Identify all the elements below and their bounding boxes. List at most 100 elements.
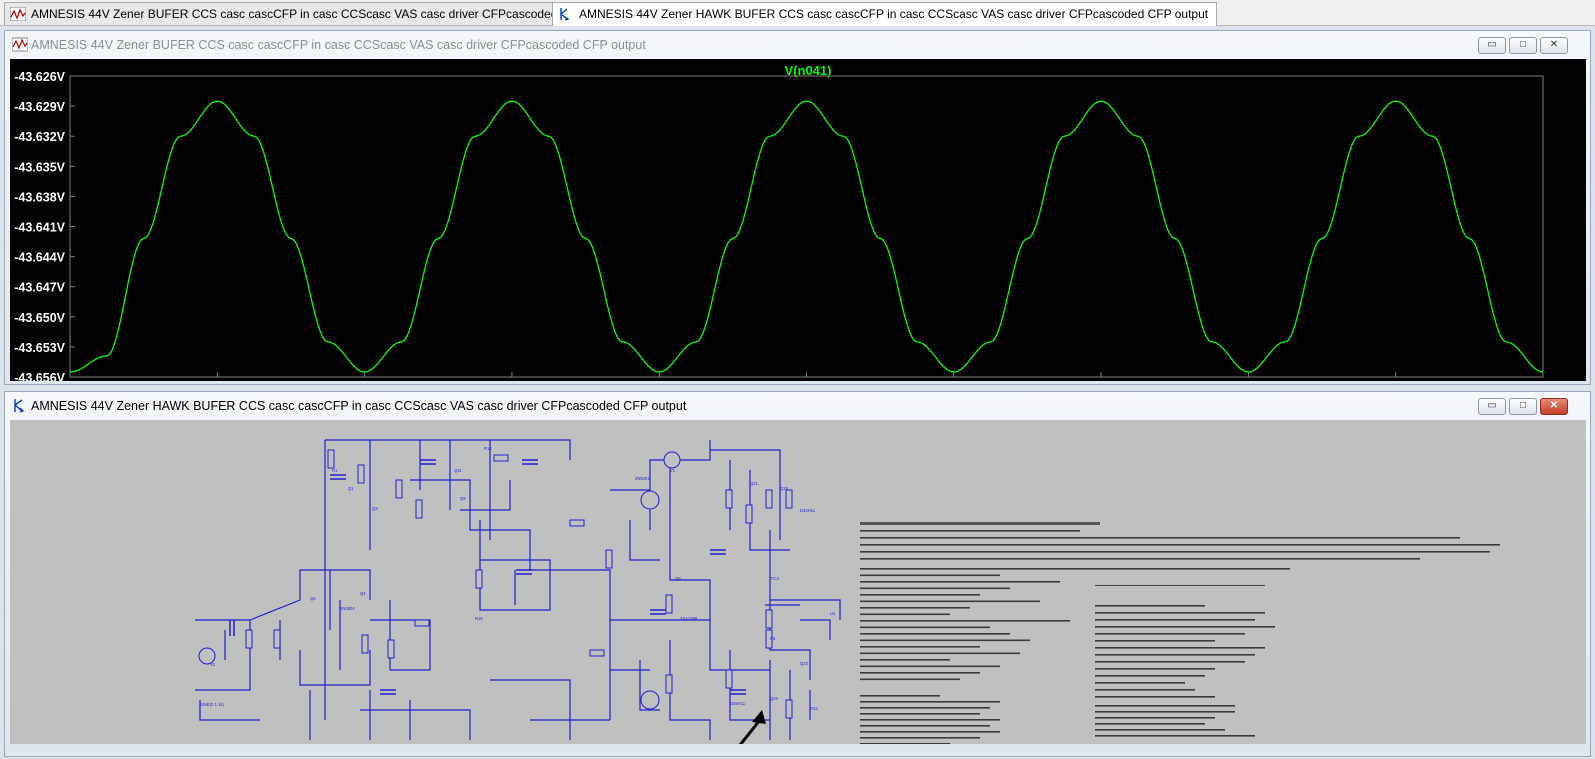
maximize-button[interactable]: □ bbox=[1509, 398, 1537, 415]
model-text-line bbox=[1095, 640, 1215, 642]
svg-text:2N5401: 2N5401 bbox=[635, 476, 650, 481]
model-text-line bbox=[860, 678, 960, 681]
svg-text:Q21: Q21 bbox=[750, 481, 759, 486]
model-text-line bbox=[860, 633, 1010, 635]
schematic-window-title: AMNESIS 44V Zener HAWK BUFER CCS casc ca… bbox=[31, 399, 687, 413]
data-point bbox=[1137, 135, 1139, 137]
schematic-titlebar[interactable]: AMNESIS 44V Zener HAWK BUFER CCS casc ca… bbox=[5, 392, 1590, 420]
waveform-window-icon bbox=[12, 37, 28, 52]
svg-text:V2: V2 bbox=[210, 662, 216, 667]
y-tick-label: -43.650V bbox=[14, 311, 65, 325]
model-text-line bbox=[860, 665, 1000, 668]
close-button[interactable]: ✕ bbox=[1540, 37, 1568, 54]
y-tick-label: -43.635V bbox=[14, 160, 65, 174]
close-button[interactable]: ✕ bbox=[1540, 398, 1568, 415]
waveform-titlebar[interactable]: AMNESIS 44V Zener BUFER CCS casc cascCFP… bbox=[5, 31, 1590, 59]
waveform-plot-pane[interactable]: V(n041) -43.626V -43.629V -43.632V -43.635V… bbox=[10, 59, 1586, 395]
model-text-line bbox=[860, 707, 990, 709]
chart-title: V(n041) bbox=[785, 63, 832, 78]
model-text-line bbox=[860, 581, 1060, 583]
data-point bbox=[805, 100, 808, 102]
data-point bbox=[511, 100, 513, 102]
y-tick-label: -43.626V bbox=[14, 70, 65, 84]
data-point bbox=[1026, 237, 1029, 240]
series-line bbox=[69, 100, 1544, 373]
data-point bbox=[327, 341, 329, 343]
y-tick-label: -43.629V bbox=[14, 100, 65, 114]
minimize-button[interactable]: ▭ bbox=[1478, 398, 1506, 415]
model-text-line bbox=[1095, 675, 1205, 677]
waveform-window-title: AMNESIS 44V Zener BUFER CCS casc cascCFP… bbox=[31, 38, 646, 52]
data-point bbox=[1395, 100, 1397, 102]
model-text-line bbox=[1095, 654, 1255, 656]
svg-text:Q22: Q22 bbox=[800, 661, 809, 666]
y-tick-label: -43.638V bbox=[14, 190, 65, 204]
model-text-line bbox=[1095, 705, 1235, 707]
model-text-line bbox=[1095, 668, 1215, 670]
minimize-button[interactable]: ▭ bbox=[1478, 37, 1506, 54]
data-point bbox=[1431, 135, 1434, 137]
data-point bbox=[69, 371, 71, 373]
model-text-line bbox=[860, 646, 980, 648]
svg-text:U1: U1 bbox=[830, 611, 836, 616]
waveform-chart[interactable]: V(n041) -43.626V -43.629V -43.632V -43.635V… bbox=[10, 59, 1586, 395]
y-tick-label: -43.647V bbox=[14, 281, 65, 295]
model-text-line bbox=[860, 626, 990, 629]
model-text-line bbox=[860, 574, 1000, 577]
y-tick-label: -43.632V bbox=[14, 130, 65, 144]
model-text-line bbox=[1095, 689, 1195, 691]
svg-text:R6: R6 bbox=[770, 636, 776, 641]
schematic-mouse-pointer bbox=[738, 710, 766, 744]
model-text-line bbox=[860, 672, 980, 674]
data-point bbox=[1174, 237, 1176, 240]
svg-text:Q20: Q20 bbox=[770, 696, 779, 701]
model-text-line bbox=[1095, 647, 1265, 649]
model-text-line bbox=[860, 713, 980, 715]
model-text-line bbox=[1095, 633, 1245, 635]
schematic-icon bbox=[560, 8, 570, 21]
schematic-wires bbox=[195, 439, 841, 740]
model-text-line bbox=[1095, 619, 1255, 621]
model-text-line bbox=[860, 731, 1000, 733]
model-text-line bbox=[1095, 696, 1215, 698]
data-point bbox=[658, 371, 660, 373]
model-text-line bbox=[1095, 711, 1235, 713]
model-text-line bbox=[860, 725, 990, 727]
svg-text:Q25: Q25 bbox=[780, 486, 789, 491]
data-point bbox=[437, 237, 439, 240]
svg-text:TIC2: TIC2 bbox=[770, 576, 780, 581]
svg-text:R15: R15 bbox=[475, 616, 483, 621]
model-text-line bbox=[1095, 605, 1205, 607]
tab-schematic[interactable]: AMNESIS 44V Zener HAWK BUFER CCS casc ca… bbox=[552, 2, 1218, 26]
svg-text:Q1: Q1 bbox=[348, 486, 354, 491]
model-text-line bbox=[860, 620, 1070, 622]
model-text-line bbox=[860, 701, 1000, 703]
data-point bbox=[106, 355, 108, 357]
model-text-line bbox=[1095, 717, 1215, 719]
model-text-line bbox=[860, 659, 950, 661]
y-tick-label: -43.644V bbox=[14, 251, 65, 265]
svg-text:Q3: Q3 bbox=[372, 506, 378, 511]
data-point bbox=[474, 135, 476, 137]
data-point bbox=[879, 237, 881, 240]
data-point bbox=[1321, 237, 1323, 240]
model-text-line bbox=[860, 639, 1030, 642]
svg-text:2N3904: 2N3904 bbox=[340, 606, 355, 611]
maximize-button[interactable]: □ bbox=[1509, 37, 1537, 54]
schematic-window-icon bbox=[14, 399, 25, 413]
model-text-line bbox=[1095, 729, 1225, 731]
svg-text:R14: R14 bbox=[484, 446, 492, 451]
model-text-line bbox=[1095, 723, 1205, 725]
data-point bbox=[548, 135, 550, 137]
model-text-line bbox=[860, 652, 1020, 655]
tab-schematic-label: AMNESIS 44V Zener HAWK BUFER CCS casc ca… bbox=[579, 7, 1209, 21]
y-tick-label: -43.641V bbox=[14, 221, 65, 235]
tab-waveform[interactable]: AMNESIS 44V Zener BUFER CCS casc cascCFP… bbox=[4, 2, 631, 25]
data-point bbox=[1247, 371, 1249, 373]
data-point bbox=[1468, 237, 1470, 240]
spice-model-text bbox=[860, 522, 1500, 744]
y-tick-label: -43.653V bbox=[14, 341, 65, 355]
model-text-line bbox=[1095, 661, 1245, 663]
